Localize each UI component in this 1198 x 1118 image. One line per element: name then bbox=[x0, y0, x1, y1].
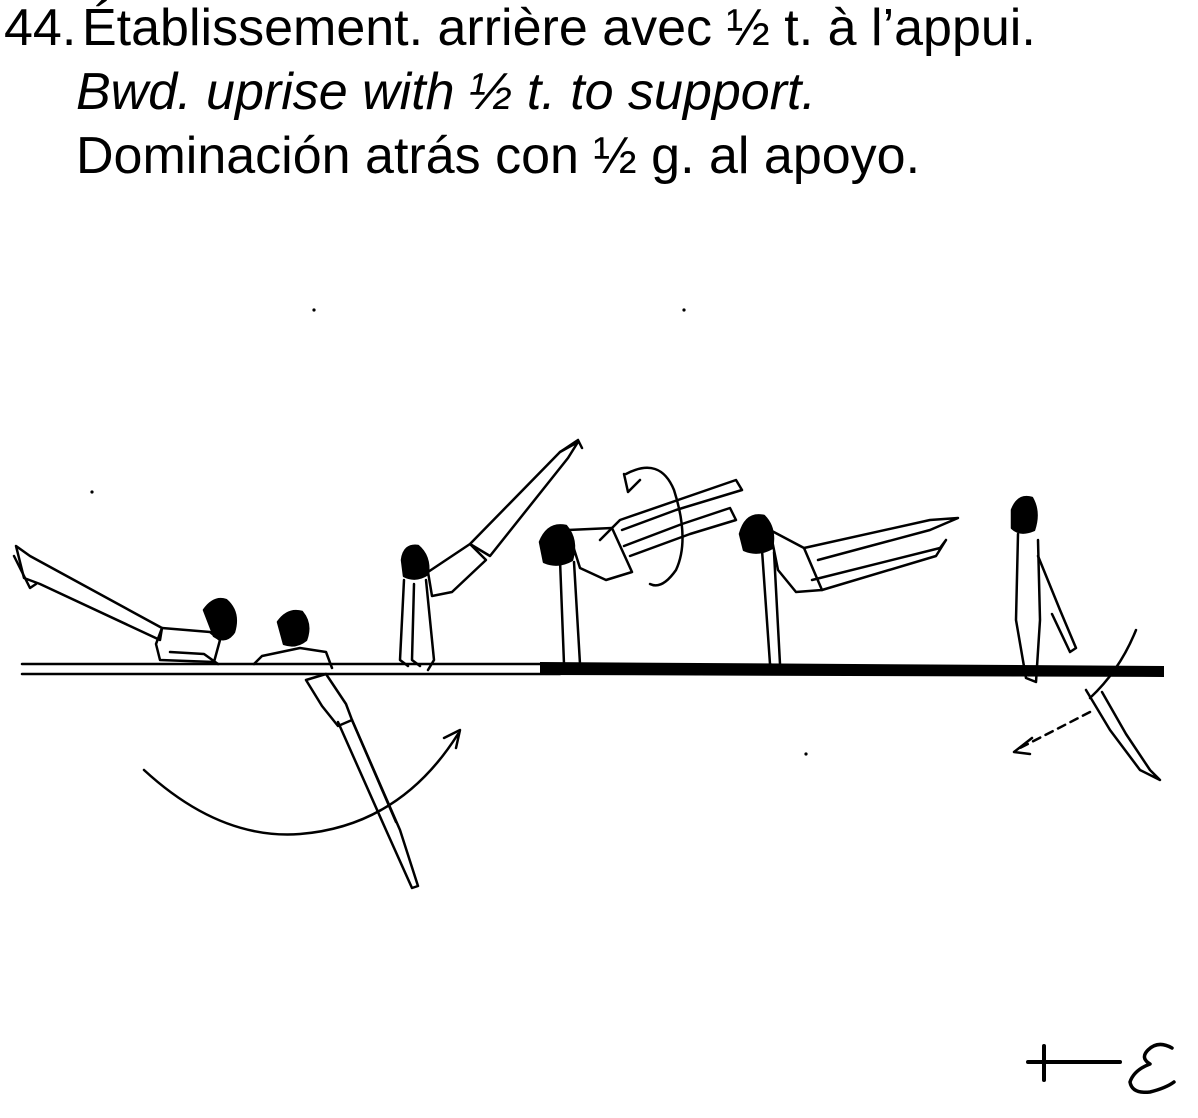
gymnast-phase-4 bbox=[538, 478, 744, 672]
gymnast-phase-3 bbox=[398, 438, 584, 672]
turn-arrow bbox=[622, 466, 684, 587]
swing-arc-arrow bbox=[142, 728, 462, 836]
scan-dots bbox=[90, 308, 808, 756]
bar bbox=[20, 662, 1164, 677]
element-name-french: Établissement. arrière avec ½ t. à l’app… bbox=[82, 0, 1036, 57]
gymnast-phase-5 bbox=[738, 514, 960, 672]
gymnast-phase-2 bbox=[252, 609, 420, 890]
gymnast-phase-1 bbox=[12, 544, 237, 666]
dismount-arrow bbox=[1012, 710, 1092, 756]
element-name-spanish: Dominación atrás con ½ g. al apoyo. bbox=[76, 127, 921, 185]
difficulty-symbol bbox=[1026, 1042, 1176, 1095]
gymnast-phase-6 bbox=[1010, 496, 1162, 782]
element-name-english: Bwd. uprise with ½ t. to support. bbox=[76, 63, 816, 121]
element-number: 44. bbox=[4, 0, 77, 57]
